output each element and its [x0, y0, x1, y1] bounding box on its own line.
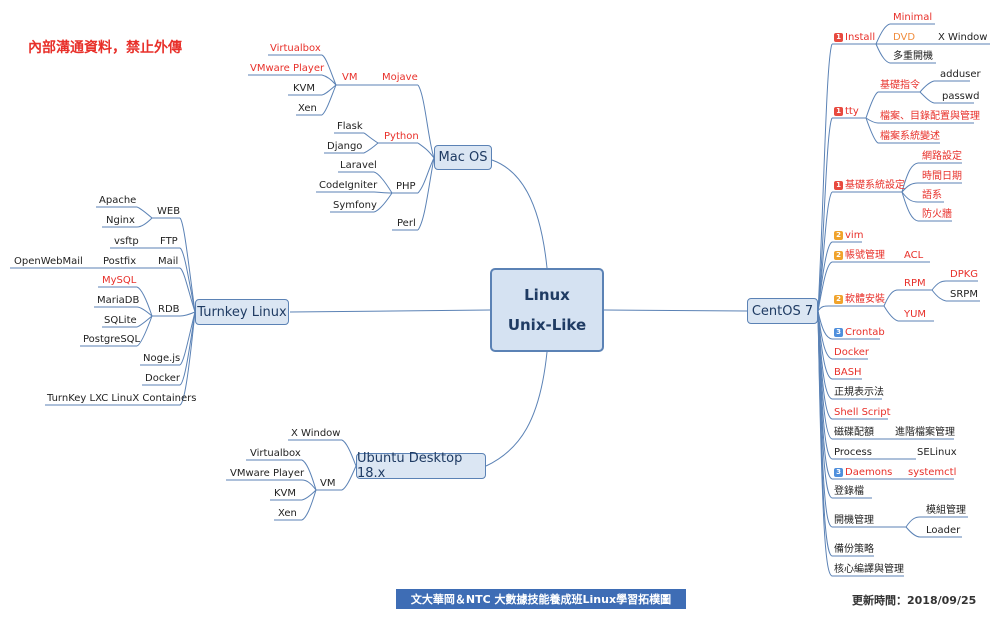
node-disk-quota[interactable]: 磁碟配額: [834, 427, 874, 438]
node-mysql[interactable]: MySQL: [102, 275, 137, 286]
node-backup[interactable]: 備份策略: [834, 544, 874, 555]
node-mac-virtualbox[interactable]: Virtualbox: [270, 43, 321, 54]
node-file-dir[interactable]: 檔案、目錄配置與管理: [880, 111, 980, 122]
priority-1-icon: 1: [834, 33, 843, 42]
node-sqlite[interactable]: SQLite: [104, 315, 137, 326]
node-regex[interactable]: 正規表示法: [834, 387, 884, 398]
node-acl[interactable]: ACL: [904, 250, 924, 261]
node-mac-xen[interactable]: Xen: [298, 103, 317, 114]
node-fs-change[interactable]: 檔案系統變述: [880, 131, 940, 142]
node-apache[interactable]: Apache: [99, 195, 137, 206]
node-adduser[interactable]: adduser: [940, 69, 981, 80]
node-adv-file[interactable]: 進階檔案管理: [895, 427, 955, 438]
node-process[interactable]: Process: [834, 447, 872, 458]
node-mac-vm[interactable]: VM: [342, 72, 358, 83]
internal-notice: 內部溝通資料，禁止外傳: [28, 40, 182, 56]
node-mojave[interactable]: Mojave: [382, 72, 418, 83]
node-login-log[interactable]: 登錄檔: [834, 486, 864, 497]
node-vsftp[interactable]: vsftp: [114, 236, 139, 247]
node-python[interactable]: Python: [384, 131, 419, 142]
node-datetime[interactable]: 時間日期: [922, 171, 962, 182]
node-django[interactable]: Django: [327, 141, 363, 152]
node-turnkey-docker[interactable]: Docker: [145, 373, 181, 384]
node-perl[interactable]: Perl: [397, 218, 416, 229]
center-title: Linux: [524, 286, 570, 304]
node-rpm[interactable]: RPM: [904, 278, 926, 289]
node-kernel[interactable]: 核心編譯與管理: [834, 564, 904, 575]
node-symfony[interactable]: Symfony: [333, 200, 377, 211]
node-multiboot[interactable]: 多重開機: [893, 51, 933, 62]
node-ubuntu-vm[interactable]: VM: [320, 478, 336, 489]
priority-3-icon: 3: [834, 328, 843, 337]
center-subtitle: Unix-Like: [507, 316, 587, 334]
node-nginx[interactable]: Nginx: [106, 215, 135, 226]
node-centos7[interactable]: CentOS 7: [747, 298, 818, 324]
node-basic-cmd[interactable]: 基礎指令: [880, 80, 920, 91]
node-php[interactable]: PHP: [396, 181, 416, 192]
node-web[interactable]: WEB: [157, 206, 181, 217]
node-yum[interactable]: YUM: [904, 309, 927, 320]
priority-1-icon: 1: [834, 107, 843, 116]
node-ubuntu[interactable]: Ubuntu Desktop 18.x: [356, 451, 486, 481]
priority-2-icon: 2: [834, 251, 843, 260]
node-flask[interactable]: Flask: [337, 121, 363, 132]
node-mail[interactable]: Mail: [158, 256, 179, 267]
node-firewall[interactable]: 防火牆: [922, 209, 952, 220]
node-minimal[interactable]: Minimal: [893, 12, 933, 23]
priority-3-icon: 3: [834, 468, 843, 477]
node-systemctl[interactable]: systemctl: [908, 467, 957, 478]
node-nodejs[interactable]: Noge.js: [143, 353, 181, 364]
node-dvd[interactable]: DVD: [893, 32, 916, 43]
node-macos[interactable]: Mac OS: [434, 145, 492, 170]
center-node-linux[interactable]: Linux Unix-Like: [490, 268, 604, 352]
node-postgresql[interactable]: PostgreSQL: [83, 334, 141, 345]
node-turnkey-linux[interactable]: Turnkey Linux: [195, 299, 289, 325]
node-dpkg[interactable]: DPKG: [950, 269, 979, 280]
node-ubuntu-kvm[interactable]: KVM: [274, 488, 297, 499]
update-time: 更新時間：2018/09/25: [852, 594, 977, 607]
node-rdb[interactable]: RDB: [158, 304, 180, 315]
priority-2-icon: 2: [834, 231, 843, 240]
footer-banner: 文大華岡＆NTC 大數據技能養成班Linux學習拓樸圖: [396, 589, 686, 609]
node-network[interactable]: 網路設定: [922, 151, 962, 162]
node-ubuntu-xwindow[interactable]: X Window: [291, 428, 341, 439]
node-ftp[interactable]: FTP: [160, 236, 178, 247]
node-shell-script[interactable]: Shell Script: [834, 407, 891, 418]
node-codeigniter[interactable]: CodeIgniter: [319, 180, 378, 191]
node-centos-docker[interactable]: Docker: [834, 347, 870, 358]
node-locale[interactable]: 語系: [922, 190, 942, 201]
node-loader[interactable]: Loader: [926, 525, 961, 536]
node-postfix[interactable]: Postfix: [103, 256, 137, 267]
priority-1-icon: 1: [834, 181, 843, 190]
node-selinux[interactable]: SELinux: [917, 447, 957, 458]
node-ubuntu-virtualbox[interactable]: Virtualbox: [250, 448, 301, 459]
node-openwebmail[interactable]: OpenWebMail: [14, 256, 83, 267]
node-ubuntu-xen[interactable]: Xen: [278, 508, 297, 519]
node-module[interactable]: 模組管理: [926, 505, 966, 516]
node-passwd[interactable]: passwd: [942, 91, 980, 102]
node-mac-vmware[interactable]: VMware Player: [250, 63, 325, 74]
node-ubuntu-vmware[interactable]: VMware Player: [230, 468, 305, 479]
node-laravel[interactable]: Laravel: [340, 160, 377, 171]
node-srpm[interactable]: SRPM: [950, 289, 978, 300]
node-centos-xwindow[interactable]: X Window: [938, 32, 988, 43]
node-lxc[interactable]: TurnKey LXC LinuX Containers: [47, 393, 197, 404]
node-boot[interactable]: 開機管理: [834, 515, 874, 526]
node-bash[interactable]: BASH: [834, 367, 862, 378]
node-mac-kvm[interactable]: KVM: [293, 83, 316, 94]
node-mariadb[interactable]: MariaDB: [97, 295, 140, 306]
priority-2-icon: 2: [834, 295, 843, 304]
